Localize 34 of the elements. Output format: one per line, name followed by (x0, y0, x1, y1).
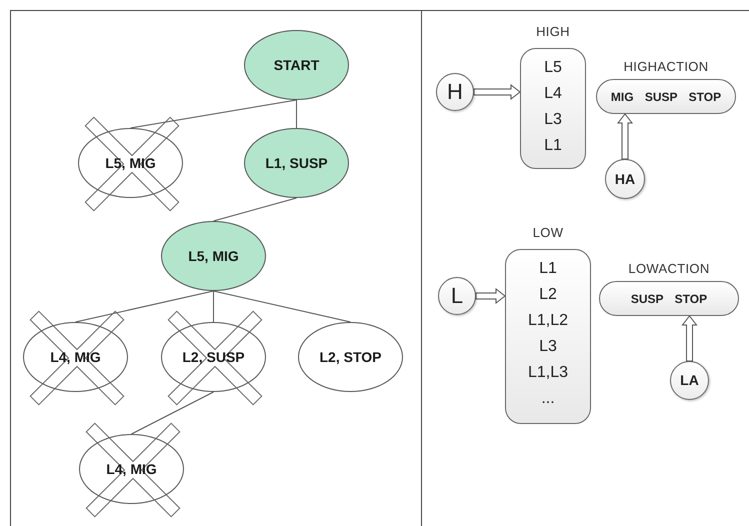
action-heading: HIGHACTION (622, 58, 710, 76)
action-list: SUSP STOP (630, 290, 708, 308)
set-item: L3 (539, 337, 557, 357)
action-heading: LOWACTION (627, 260, 711, 278)
state-label: L1, SUSP (265, 154, 328, 172)
connector-line (130, 100, 297, 128)
set-item: L3 (544, 110, 562, 130)
state-label: L2, STOP (320, 348, 382, 366)
set-item: L1,L2 (528, 311, 568, 331)
set-item: L4 (544, 84, 562, 104)
state-label: L5, MIG (188, 246, 239, 266)
action-list: MIG SUSP STOP (610, 88, 722, 106)
connector-line (131, 392, 214, 434)
set-item: L1 (544, 136, 562, 156)
connector-line (75, 290, 214, 322)
variable-label: HA (614, 170, 636, 188)
set-heading: LOW (532, 224, 564, 242)
set-item: L2 (539, 285, 557, 305)
hollow-arrow (476, 288, 506, 304)
connector-line (213, 290, 351, 322)
variable-label: L (450, 285, 464, 307)
set-heading: HIGH (535, 23, 571, 41)
hollow-arrow (681, 315, 698, 362)
hollow-arrow (616, 113, 634, 160)
variable-label: H (447, 81, 463, 103)
variable-label: LA (680, 371, 699, 390)
connector-line (296, 100, 297, 128)
hollow-arrow (474, 84, 521, 100)
set-item: ... (541, 389, 555, 409)
state-label: START (274, 56, 320, 74)
set-item: L5 (544, 58, 562, 78)
set-item: L1 (539, 259, 557, 279)
set-item: L1,L3 (528, 363, 568, 383)
connector-line (213, 198, 297, 222)
